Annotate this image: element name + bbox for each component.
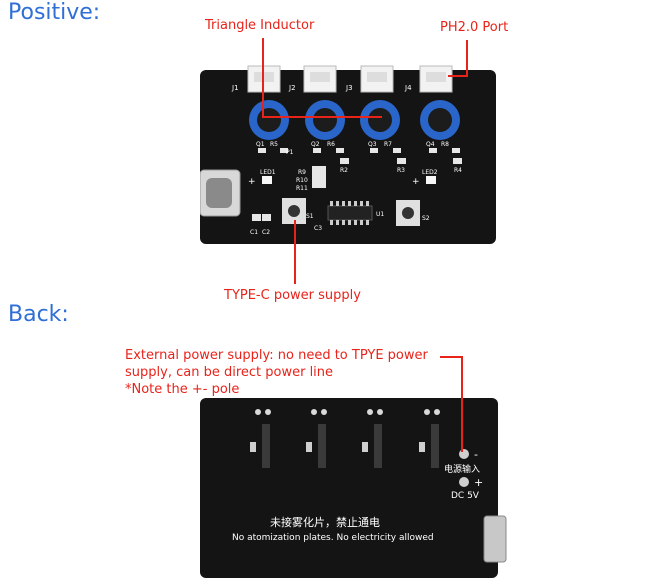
- label-j2: J2: [288, 84, 296, 92]
- inductor-1: [249, 100, 289, 140]
- switch-s2: [396, 200, 420, 226]
- triangle-inductor-callout: Triangle Inductor: [205, 18, 315, 33]
- typec-leader: [294, 220, 296, 284]
- external-power-line3: *Note the +- pole: [125, 382, 240, 397]
- warning-en: No atomization plates. No electricity al…: [232, 533, 434, 543]
- led1-body: [262, 176, 272, 184]
- triangle-inductor-leader: [262, 38, 264, 116]
- warning-cn: 未接雾化片，禁止通电: [270, 515, 380, 529]
- ic-u1: [327, 205, 373, 221]
- label-led1: LED1: [260, 169, 276, 176]
- connector-j3: [360, 65, 394, 93]
- positive-title: Positive:: [8, 0, 101, 25]
- back-plus-sign: +: [474, 476, 483, 489]
- front-pcb-diagram: J1 J2 J3 J4 Q1 R5 Q2 R6 Q3 R7 Q4 R8 P1 R…: [200, 65, 496, 244]
- label-q3: Q3: [368, 141, 377, 148]
- label-q4: Q4: [426, 141, 435, 148]
- back-typec-port: [483, 515, 507, 563]
- ph-port-callout: PH2.0 Port: [440, 20, 509, 35]
- label-c1: C1: [250, 229, 258, 236]
- label-r2: R2: [340, 167, 348, 174]
- label-u1: U1: [376, 211, 384, 218]
- connector-j4: [419, 65, 453, 93]
- label-r5: R5: [270, 141, 278, 148]
- triangle-inductor-hline: [262, 116, 382, 118]
- label-r4: R4: [454, 167, 462, 174]
- label-q1: Q1: [256, 141, 265, 148]
- dc-plus-pad: [459, 477, 469, 487]
- power-input-label: 电源输入: [444, 463, 480, 475]
- external-power-line2: supply, can be direct power line: [125, 365, 334, 380]
- back-pcb-diagram: - + 电源输入 DC 5V 未接雾化片，禁止通电 No atomization…: [200, 398, 507, 578]
- label-led2: LED2: [422, 169, 438, 176]
- label-r3: R3: [397, 167, 405, 174]
- connector-j1: [247, 65, 281, 93]
- led2-body: [426, 176, 436, 184]
- label-r9: R9: [298, 169, 306, 176]
- label-c2: C2: [262, 229, 270, 236]
- ph-port-leader: [466, 40, 468, 76]
- back-minus-sign: -: [474, 448, 478, 461]
- dc-5v-label: DC 5V: [451, 491, 480, 501]
- inductor-2: [305, 100, 345, 140]
- back-title: Back:: [8, 302, 69, 327]
- typec-callout: TYPE-C power supply: [224, 288, 361, 303]
- label-s1: S1: [306, 213, 314, 220]
- back-pcb-board: [200, 398, 498, 578]
- label-r11: R11: [296, 185, 308, 192]
- external-power-line1: External power supply: no need to TPYE p…: [125, 348, 428, 363]
- plus-front-1: +: [248, 177, 256, 187]
- label-j1: J1: [231, 84, 239, 92]
- label-q2: Q2: [311, 141, 320, 148]
- label-j4: J4: [404, 84, 412, 92]
- ph-port-hline: [448, 75, 468, 77]
- label-j3: J3: [345, 84, 353, 92]
- external-power-leader: [461, 356, 463, 452]
- connector-j2: [303, 65, 337, 93]
- inductor-4: [420, 100, 460, 140]
- label-p1: P1: [286, 149, 294, 156]
- switch-s1: [282, 198, 306, 224]
- label-r10: R10: [296, 177, 308, 184]
- label-c3: C3: [314, 225, 322, 232]
- external-power-callout: External power supply: no need to TPYE p…: [125, 347, 455, 398]
- inductor-3: [360, 100, 400, 140]
- label-s2: S2: [422, 215, 430, 222]
- label-r7: R7: [384, 141, 392, 148]
- external-power-hline: [440, 356, 462, 358]
- label-r8: R8: [441, 141, 449, 148]
- label-r6: R6: [327, 141, 335, 148]
- plus-front-2: +: [412, 177, 420, 187]
